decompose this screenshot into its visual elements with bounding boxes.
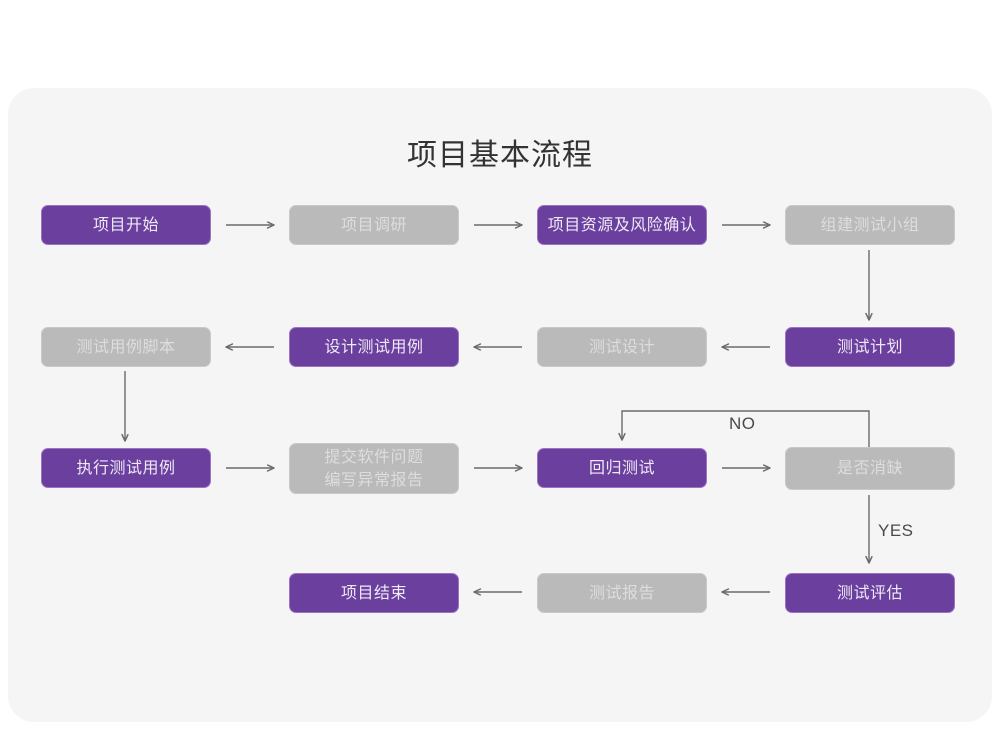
node-form-test-team[interactable]: 组建测试小组 (785, 205, 955, 245)
node-test-design[interactable]: 测试设计 (537, 327, 707, 367)
flowchart-card (8, 88, 992, 722)
edge-label-no: NO (729, 414, 756, 433)
node-design-test-case[interactable]: 设计测试用例 (289, 327, 459, 367)
edge-label-yes: YES (878, 521, 914, 540)
node-project-start[interactable]: 项目开始 (41, 205, 211, 245)
node-defect-cleared[interactable]: 是否消缺 (785, 447, 955, 490)
node-test-plan[interactable]: 测试计划 (785, 327, 955, 367)
page-title: 项目基本流程 (407, 139, 593, 172)
node-regression-test[interactable]: 回归测试 (537, 448, 707, 488)
node-project-end[interactable]: 项目结束 (289, 573, 459, 613)
node-test-evaluation[interactable]: 测试评估 (785, 573, 955, 613)
node-execute-test-case[interactable]: 执行测试用例 (41, 448, 211, 488)
node-test-report[interactable]: 测试报告 (537, 573, 707, 613)
node-resource-risk-confirm[interactable]: 项目资源及风险确认 (537, 205, 707, 245)
node-submit-issue-report[interactable]: 提交软件问题 编写异常报告 (289, 443, 459, 494)
node-test-case-script[interactable]: 测试用例脚本 (41, 327, 211, 367)
node-project-research[interactable]: 项目调研 (289, 205, 459, 245)
